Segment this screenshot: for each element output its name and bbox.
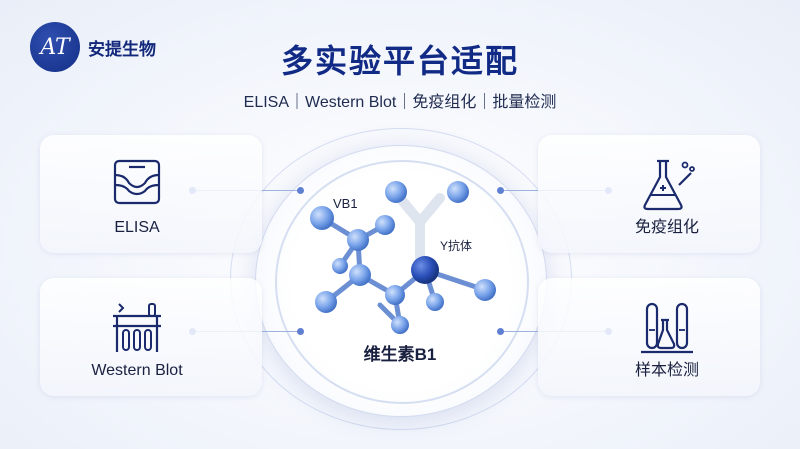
page-subtitle: ELISA｜Western Blot｜免疫组化｜批量检测 [243, 94, 557, 111]
card-label: 免疫组化 [634, 219, 699, 236]
elisa-plate-icon [72, 157, 202, 207]
card-elisa[interactable]: ELISA [40, 135, 262, 253]
brand-logo: AT 安提生物 [30, 22, 156, 72]
card-label: Western Blot [91, 362, 183, 379]
western-blot-icon [72, 300, 202, 356]
center-label: 维生素B1 [363, 345, 437, 364]
page-title: 多实验平台适配 [280, 43, 519, 79]
card-western-blot[interactable]: Western Blot [40, 278, 262, 396]
card-sample-test[interactable]: 样本检测 [538, 278, 760, 396]
connector-dot [297, 328, 304, 335]
card-ihc[interactable]: 免疫组化 [538, 135, 760, 253]
antibody-label: Y抗体 [440, 239, 473, 253]
test-tubes-icon [602, 300, 732, 356]
card-label: 样本检测 [634, 362, 699, 379]
inner-ring [275, 160, 529, 404]
flask-icon [602, 157, 732, 213]
brand-name: 安提生物 [88, 39, 156, 59]
antibody-icon [395, 193, 445, 263]
logo-mark: AT [30, 22, 80, 72]
connector-dot [497, 328, 504, 335]
vb1-label: VB1 [333, 196, 358, 211]
card-label: ELISA [114, 219, 160, 236]
connector-dot [497, 187, 504, 194]
connector-dot [297, 187, 304, 194]
